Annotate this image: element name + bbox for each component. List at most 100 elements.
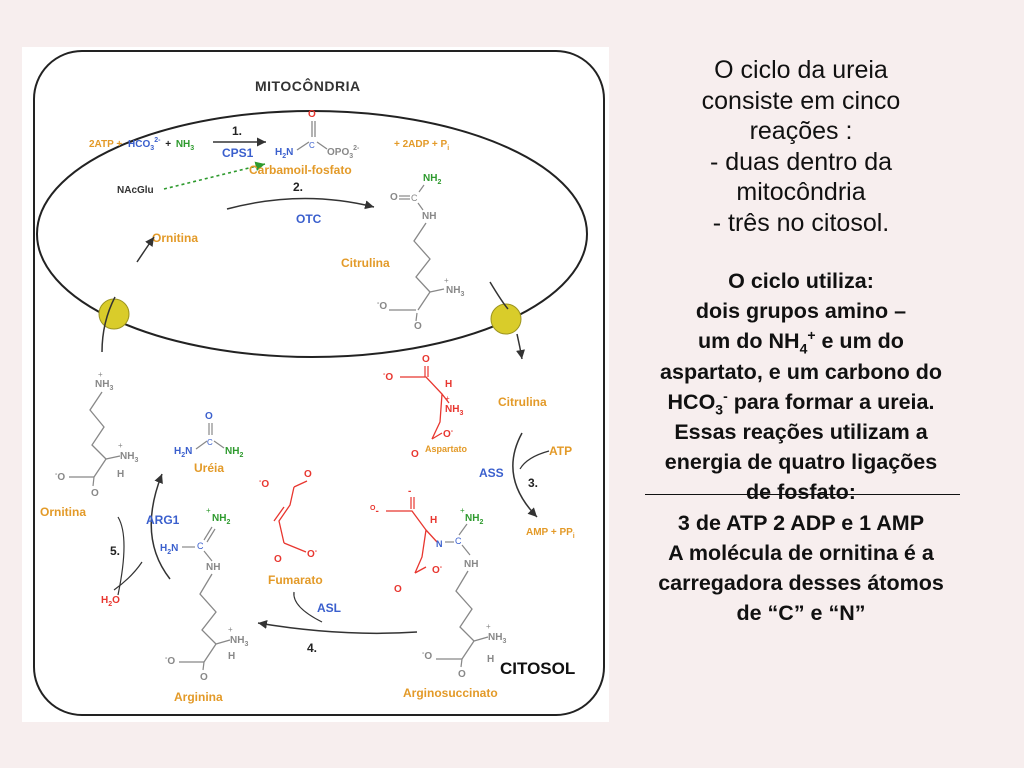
svg-text:O: O — [274, 554, 282, 565]
svg-text:NH3: NH3 — [95, 379, 113, 392]
uses-title: O ciclo utiliza: — [728, 269, 874, 293]
svg-text:-O: -O — [165, 655, 175, 667]
amp-ppi-label: AMP + PPi — [526, 527, 575, 540]
mitochondrion-membrane — [36, 110, 588, 358]
urea-cycle-diagram: MITOCÔNDRIA CITOSOL 2ATP + HCO32- + NH3 … — [33, 50, 605, 716]
intro-line: - três no citosol. — [712, 208, 890, 237]
svg-text:NH3: NH3 — [488, 632, 506, 645]
svg-text:-: - — [408, 486, 411, 497]
uses-line: um do NH4+ e um do — [698, 327, 904, 357]
arginine-label: Arginina — [174, 690, 223, 704]
arginine-structure: NH2 + H2N C NH NH3 + H O -O — [160, 506, 248, 683]
carbamoyl-phosphate-structure: O H2N C OPO32- — [275, 109, 360, 160]
svg-text:H: H — [445, 379, 452, 390]
uses-line: aspartato, e um carbono do — [660, 359, 942, 384]
reaction1-substrates: 2ATP + HCO32- + NH3 — [89, 134, 194, 152]
reaction2-enzyme: OTC — [296, 212, 322, 226]
citrulline-transporter — [490, 303, 522, 335]
aspartate-label: Aspartato — [425, 444, 468, 454]
svg-text:O: O — [390, 192, 398, 203]
svg-text:O-: O- — [432, 564, 443, 576]
reaction4-arrow — [257, 620, 418, 635]
intro-line: reações : — [749, 117, 853, 145]
intro-line: O ciclo da ureia — [714, 56, 888, 84]
svg-text:+: + — [118, 441, 123, 450]
svg-text:NH2: NH2 — [423, 173, 441, 186]
svg-text:-O: -O — [55, 471, 65, 483]
svg-text:-O: -O — [259, 478, 269, 490]
urea-label: Uréia — [194, 461, 224, 475]
svg-text:O: O — [304, 469, 312, 480]
reaction5-number: 5. — [110, 544, 120, 558]
urea-structure: O H2N C NH2 — [174, 411, 243, 459]
water-label: H2O — [101, 595, 120, 608]
svg-text:H2N: H2N — [174, 446, 192, 459]
svg-text:NH3: NH3 — [120, 451, 138, 464]
explanation-panel: O ciclo da ureia consiste em cinco reaçõ… — [612, 55, 990, 628]
svg-text:O: O — [411, 449, 419, 460]
ornithine-cyto-label: Ornitina — [40, 505, 86, 519]
reaction3-number: 3. — [528, 476, 538, 490]
fumarate-structure: O -O O O- — [259, 469, 318, 565]
reaction5-arrow — [150, 473, 171, 580]
svg-text:O: O — [200, 672, 208, 683]
water-arrow — [113, 561, 143, 591]
citrulline-export-arrow — [489, 281, 522, 359]
svg-text:NH: NH — [206, 562, 220, 573]
urea-cycle-figure: MITOCÔNDRIA CITOSOL 2ATP + HCO32- + NH3 … — [22, 47, 609, 722]
cycle-uses-text: O ciclo utiliza: dois grupos amino – um … — [612, 266, 990, 628]
carbamoyl-phosphate-label: Carbamoil-fosfato — [249, 163, 352, 177]
reaction5-enzyme: ARG1 — [146, 513, 180, 527]
svg-text:+: + — [486, 622, 491, 631]
citrulline-structure: NH2 O C NH NH3 + O -O — [377, 173, 464, 332]
reaction1-enzyme: CPS1 — [222, 146, 254, 160]
svg-text:O-: O- — [370, 505, 379, 517]
svg-text:C: C — [207, 438, 213, 447]
svg-text:O: O — [414, 321, 422, 332]
fumarate-label: Fumarato — [268, 573, 323, 587]
svg-text:H: H — [487, 654, 494, 665]
reaction2-arrow — [226, 197, 375, 210]
svg-text:O: O — [458, 669, 466, 680]
svg-text:H: H — [228, 651, 235, 662]
uses-line: carregadora desses átomos — [658, 571, 944, 596]
svg-text:NH: NH — [422, 211, 436, 222]
uses-line: 3 de ATP 2 ADP e 1 AMP — [677, 510, 925, 535]
reaction2-number: 2. — [293, 180, 303, 194]
reaction4-number: 4. — [307, 641, 317, 655]
svg-text:NH2: NH2 — [225, 446, 243, 459]
atp-label: ATP — [549, 444, 572, 458]
svg-text:H: H — [117, 469, 124, 480]
svg-text:O: O — [394, 584, 402, 595]
svg-text:O: O — [308, 109, 316, 120]
uses-line: dois grupos amino – — [695, 299, 907, 324]
uses-line: de “C” e “N” — [736, 601, 866, 626]
svg-text:C: C — [411, 193, 418, 203]
arginosuccinate-structure: - O- H N C NH2 + NH O O- NH3 + H O -O — [370, 486, 506, 680]
svg-text:C: C — [309, 141, 315, 150]
intro-text: O ciclo da ureia consiste em cinco reaçõ… — [612, 55, 990, 238]
uses-line: energia de quatro ligações — [664, 450, 938, 475]
uses-line: Essas reações utilizam a — [674, 420, 928, 445]
reaction1-activator: NAcGlu — [117, 185, 154, 196]
svg-text:+: + — [445, 394, 450, 403]
svg-text:NH3: NH3 — [445, 404, 463, 417]
ornithine-import-arrow — [101, 237, 154, 353]
mitochondria-label: MITOCÔNDRIA — [255, 77, 361, 94]
cytosol-label: CITOSOL — [500, 659, 575, 678]
svg-text:O: O — [205, 411, 213, 422]
svg-text:NH2: NH2 — [212, 513, 230, 526]
svg-text:O-: O- — [307, 548, 318, 560]
uses-line: de fosfato: — [612, 477, 990, 507]
svg-text:OPO32-: OPO32- — [327, 145, 360, 160]
svg-text:NH: NH — [464, 559, 478, 570]
svg-text:C: C — [197, 541, 204, 551]
citrulline-cyto-label: Citrulina — [498, 395, 547, 409]
reaction3-enzyme: ASS — [479, 466, 504, 480]
svg-text:+: + — [228, 625, 233, 634]
svg-text:-O: -O — [422, 650, 432, 662]
ornithine-cyto-structure: NH3 + NH3 + H O -O — [55, 370, 138, 499]
svg-text:H2N: H2N — [275, 147, 293, 160]
cell-membrane — [33, 50, 605, 716]
intro-line: - duas dentro da — [709, 147, 893, 176]
